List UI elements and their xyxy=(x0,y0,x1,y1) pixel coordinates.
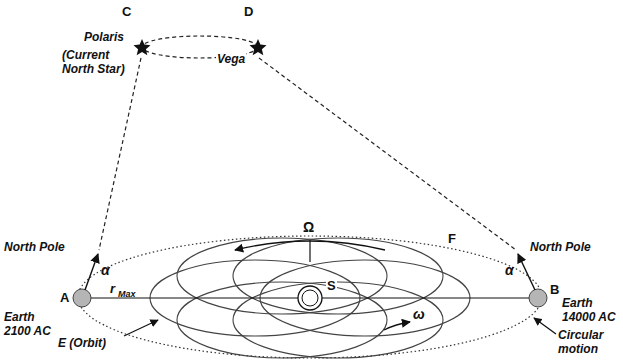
leader-arrow xyxy=(534,318,556,334)
pole-arrow xyxy=(85,254,98,290)
earth-date: Earth 2100 AC xyxy=(4,310,64,338)
point-letter: B xyxy=(550,282,559,297)
sight-line xyxy=(259,58,516,250)
pole-arrow xyxy=(518,254,535,290)
sun-letter: S xyxy=(326,278,337,293)
earth-date: Earth 14000 AC xyxy=(562,296,620,324)
pole-label: North Pole xyxy=(530,240,591,254)
radius-symbol: r xyxy=(110,281,115,296)
star-note: (Current North Star) xyxy=(62,48,130,76)
star-name: Vega xyxy=(216,52,246,66)
sight-line xyxy=(99,58,141,250)
sun xyxy=(302,290,318,306)
axis-tick xyxy=(309,240,310,262)
earth xyxy=(73,289,91,307)
radius-subscript: Max xyxy=(118,289,136,300)
sun xyxy=(298,286,322,310)
point-letter: A xyxy=(60,290,69,305)
earth xyxy=(529,289,547,307)
pole-label: North Pole xyxy=(4,240,65,254)
star-polaris xyxy=(134,39,151,55)
orbit-arrow xyxy=(384,322,410,330)
angle-symbol: α xyxy=(505,262,514,278)
motion-label: Circular motion xyxy=(558,328,620,356)
orbit-label: E (Orbit) xyxy=(58,336,106,350)
point-letter: D xyxy=(244,4,253,19)
star-name: Polaris xyxy=(84,30,124,44)
precession-path xyxy=(78,236,542,358)
angle-symbol: α xyxy=(101,262,110,278)
rotation-symbol: Ω xyxy=(302,219,315,235)
point-letter: F xyxy=(448,231,456,246)
star-vega xyxy=(250,39,267,55)
point-letter: C xyxy=(122,4,131,19)
orbit-symbol: ω xyxy=(412,306,426,322)
leader-arrow xyxy=(124,320,158,336)
